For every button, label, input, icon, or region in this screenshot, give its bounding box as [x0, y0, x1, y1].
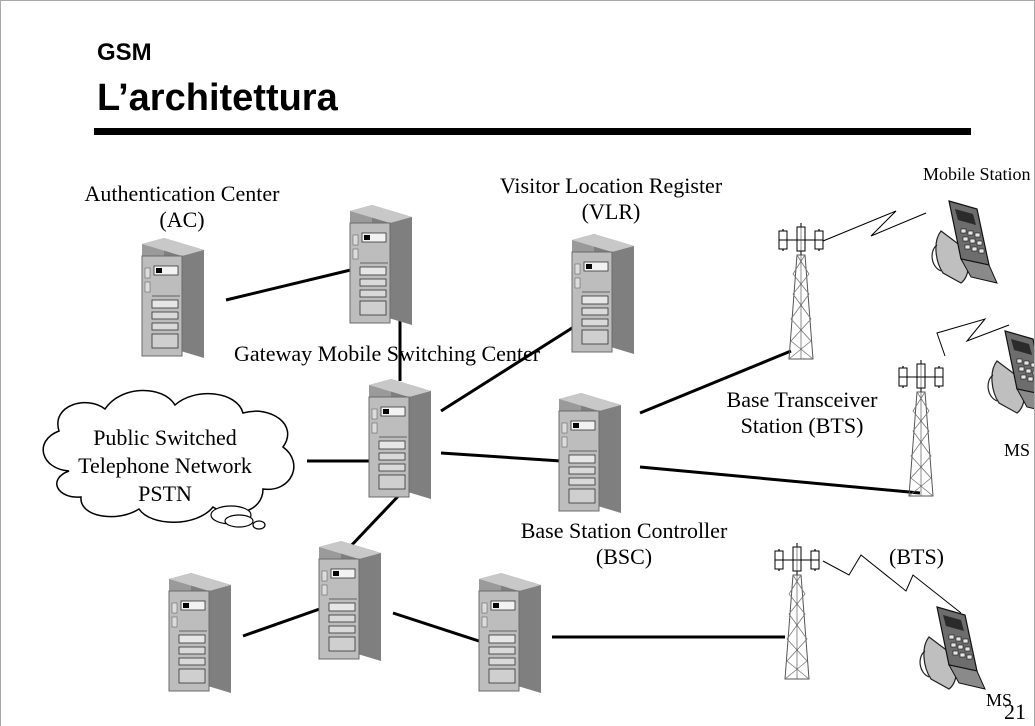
- mobile-station-right-icon: [987, 330, 1034, 414]
- bsc-label: Base Station Controller(BSC): [520, 518, 728, 569]
- bsc-server-icon: [558, 392, 622, 514]
- mobile-station-bottom-icon: [919, 606, 986, 690]
- vlr-label: Visitor Location Register(VLR): [499, 173, 723, 224]
- gmsc-server-icon: [368, 378, 432, 500]
- bts-label-2: (BTS): [889, 544, 944, 569]
- radio-waves: [822, 210, 1010, 614]
- lower-right-server-icon: [478, 572, 542, 694]
- slide-title: L’architettura: [97, 77, 338, 119]
- vlr-server-icon: [571, 233, 635, 355]
- lower-mid-server-icon: [318, 540, 382, 662]
- ac-server-icon: [141, 237, 205, 359]
- pstn-cloud-tail: [210, 505, 266, 530]
- pstn-cloud-icon: [42, 389, 295, 523]
- ms-right-label: MS: [1004, 440, 1031, 460]
- bts-bottom-tower-icon: [774, 542, 820, 680]
- ac-label: Authentication Center(AC): [84, 181, 280, 232]
- title-underline: [94, 128, 971, 135]
- ms-bottom-label: MS: [986, 690, 1013, 710]
- gmsc-top-server-icon: [349, 204, 413, 326]
- lower-left-server-icon: [168, 572, 232, 694]
- connection-lines: [225, 265, 921, 646]
- mobile-station-top-icon: [931, 200, 998, 284]
- page-number: 21: [1004, 699, 1026, 724]
- slide-subtitle: GSM: [97, 39, 152, 66]
- gmsc-label: Gateway Mobile Switching Center: [234, 341, 541, 366]
- mobile-station-label: Mobile Station: [923, 164, 1031, 184]
- bts-top-tower-icon: [778, 222, 824, 360]
